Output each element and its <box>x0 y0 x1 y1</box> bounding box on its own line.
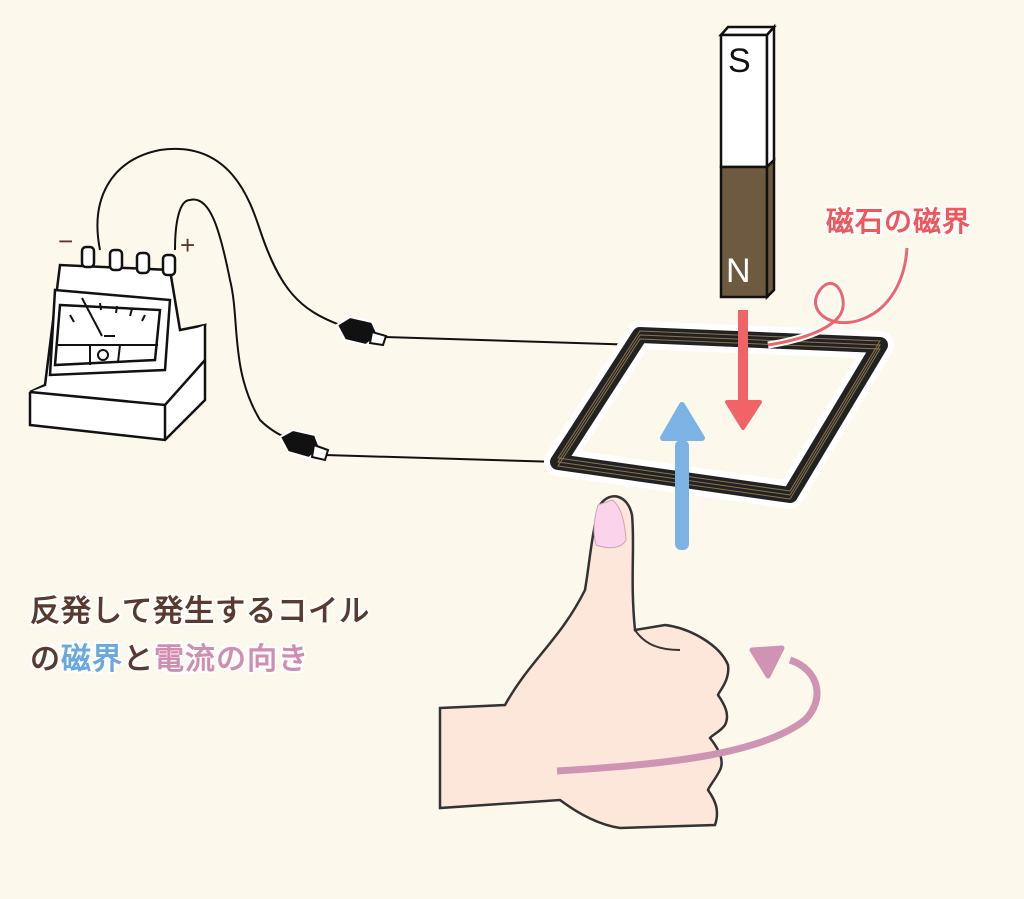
magnet-north-label: N <box>726 252 751 290</box>
magnet-field-arrow <box>725 310 762 430</box>
wire-minus <box>96 147 341 326</box>
wires <box>96 147 641 463</box>
wire-plus <box>174 198 291 441</box>
label-leader-line <box>767 247 909 347</box>
wire-to-coil-bottom <box>324 454 561 463</box>
bar-magnet <box>718 23 777 301</box>
caption-prefix: の <box>30 642 61 677</box>
caption-field: 磁界 <box>61 642 123 677</box>
caption-line-1: 反発して発生するコイル <box>30 594 371 629</box>
caption: 反発して発生するコイル の磁界と電流の向き <box>30 588 370 684</box>
right-hand <box>438 495 730 830</box>
current-direction-arrow <box>556 645 821 775</box>
caption-mid: と <box>123 642 154 677</box>
magnet-south-label: S <box>728 42 751 80</box>
minus-terminal-label: − <box>58 226 74 256</box>
terminal <box>161 253 177 277</box>
alligator-clip-top <box>335 315 388 347</box>
caption-line-2: の磁界と電流の向き <box>30 636 370 684</box>
alligator-clip-bottom <box>278 428 330 462</box>
coil-field-arrow <box>660 402 705 550</box>
terminal <box>135 251 151 275</box>
terminal <box>108 248 124 272</box>
magnet-north-half <box>719 165 769 299</box>
caption-current: 電流の向き <box>154 642 309 677</box>
wire-to-coil-top <box>384 336 641 346</box>
terminal <box>80 245 96 269</box>
coil <box>544 321 894 509</box>
magnet-field-label: 磁石の磁界 <box>826 205 972 238</box>
galvanometer <box>28 245 207 442</box>
plus-terminal-label: + <box>180 230 196 260</box>
